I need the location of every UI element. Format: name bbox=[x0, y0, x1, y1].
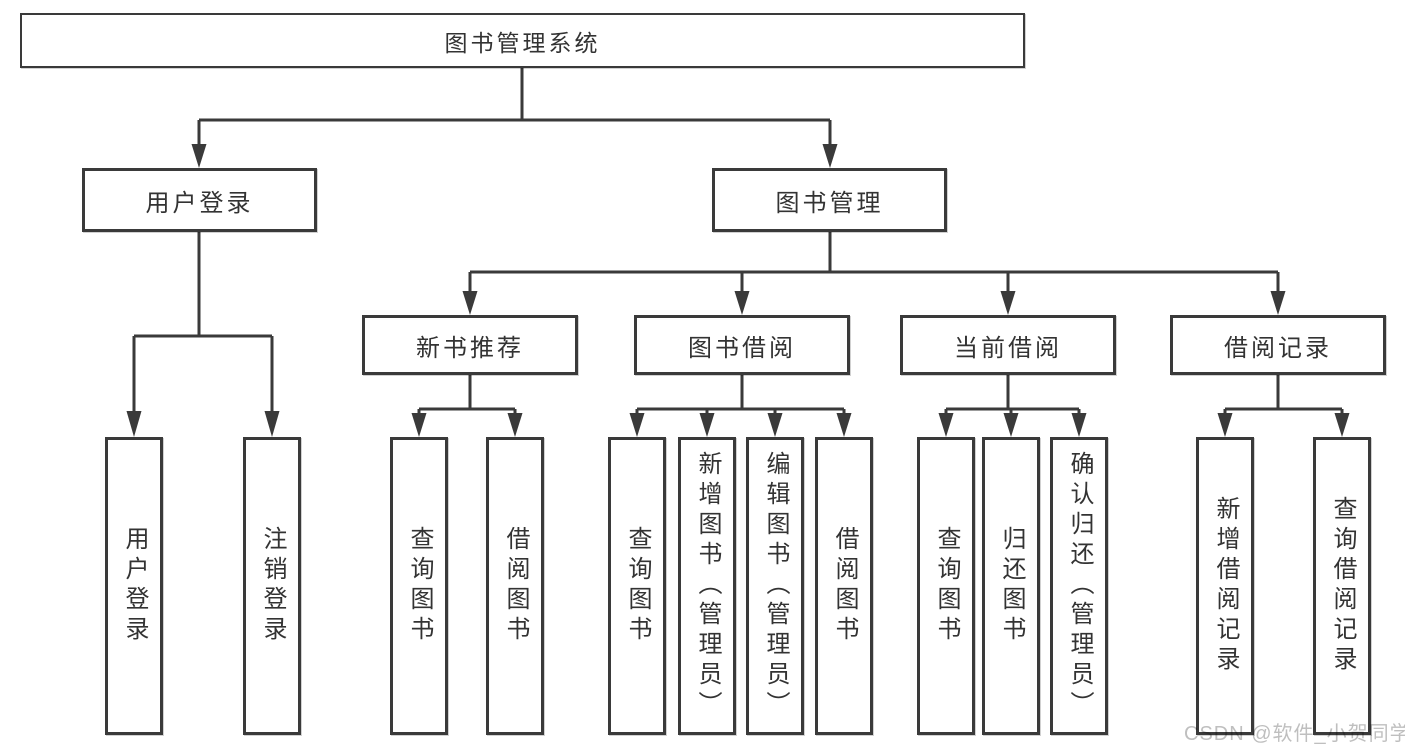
leaf-return-book: 归还图书 bbox=[982, 437, 1040, 735]
leaf-query-book-current-label: 查询图书 bbox=[933, 526, 960, 646]
node-new-book-recommend-label: 新书推荐 bbox=[416, 334, 524, 362]
leaf-borrow-book-recommend-label: 借阅图书 bbox=[502, 526, 529, 646]
node-book-management: 图书管理 bbox=[712, 168, 947, 232]
node-current-borrowing-label: 当前借阅 bbox=[954, 334, 1062, 362]
leaf-edit-book-admin-label: 编辑图书（管理员） bbox=[762, 451, 789, 721]
leaf-add-borrow-record: 新增借阅记录 bbox=[1196, 437, 1254, 735]
leaf-query-book-borrowing-label: 查询图书 bbox=[624, 526, 651, 646]
leaf-add-borrow-record-label: 新增借阅记录 bbox=[1212, 496, 1239, 676]
node-book-borrowing: 图书借阅 bbox=[634, 315, 850, 375]
leaf-user-login: 用户登录 bbox=[105, 437, 163, 735]
leaf-logout: 注销登录 bbox=[243, 437, 301, 735]
node-current-borrowing: 当前借阅 bbox=[900, 315, 1116, 375]
node-book-management-label: 图书管理 bbox=[775, 189, 884, 217]
node-book-borrowing-label: 图书借阅 bbox=[688, 334, 796, 362]
node-user-login-label: 用户登录 bbox=[145, 189, 254, 217]
leaf-borrow-book-recommend: 借阅图书 bbox=[486, 437, 544, 735]
leaf-query-book-recommend-label: 查询图书 bbox=[406, 526, 433, 646]
leaf-edit-book-admin: 编辑图书（管理员） bbox=[746, 437, 804, 735]
leaf-confirm-return-admin-label: 确认归还（管理员） bbox=[1066, 451, 1093, 721]
leaf-query-book-recommend: 查询图书 bbox=[390, 437, 448, 735]
leaf-return-book-label: 归还图书 bbox=[998, 526, 1025, 646]
leaf-query-borrow-record: 查询借阅记录 bbox=[1313, 437, 1371, 735]
leaf-query-borrow-record-label: 查询借阅记录 bbox=[1329, 496, 1356, 676]
node-root-label: 图书管理系统 bbox=[444, 29, 601, 56]
leaf-add-book-admin-label: 新增图书（管理员） bbox=[694, 451, 721, 721]
node-borrowing-records-label: 借阅记录 bbox=[1224, 334, 1332, 362]
leaf-query-book-borrowing: 查询图书 bbox=[608, 437, 666, 735]
leaf-borrow-book-borrowing: 借阅图书 bbox=[815, 437, 873, 735]
leaf-user-login-label: 用户登录 bbox=[121, 526, 148, 646]
node-root: 图书管理系统 bbox=[20, 13, 1025, 68]
leaf-logout-label: 注销登录 bbox=[259, 526, 286, 646]
node-user-login: 用户登录 bbox=[82, 168, 317, 232]
node-new-book-recommend: 新书推荐 bbox=[362, 315, 578, 375]
csdn-watermark: CSDN @软件_小贺同学 bbox=[1184, 723, 1405, 745]
node-borrowing-records: 借阅记录 bbox=[1170, 315, 1386, 375]
leaf-borrow-book-borrowing-label: 借阅图书 bbox=[831, 526, 858, 646]
leaf-confirm-return-admin: 确认归还（管理员） bbox=[1050, 437, 1108, 735]
leaf-add-book-admin: 新增图书（管理员） bbox=[678, 437, 736, 735]
leaf-query-book-current: 查询图书 bbox=[917, 437, 975, 735]
